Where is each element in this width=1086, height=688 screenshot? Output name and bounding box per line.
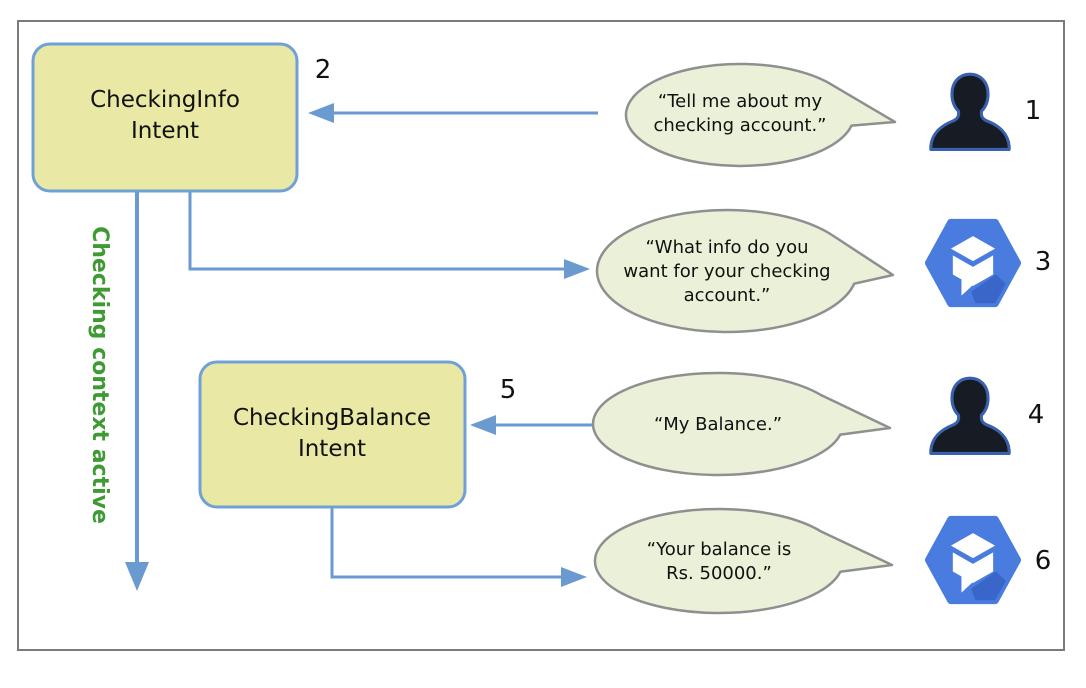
- arrow-checkinginfo-to-bot-reply: [188, 191, 590, 279]
- arrow-checkingbalance-to-bot-reply: [330, 490, 587, 587]
- speech-bubble-text: “Your balance is Rs. 50000.”: [646, 539, 792, 584]
- checkingbalance-intent-box: [198, 360, 467, 509]
- bot-icon: [925, 218, 1022, 308]
- speech-bubble-text: “My Balance.”: [653, 414, 783, 435]
- step-number-4: 4: [1027, 400, 1045, 430]
- step-number-2: 2: [314, 55, 332, 85]
- checkinginfo-intent-label: CheckingInfo Intent: [90, 87, 240, 145]
- speech-bubble-bot-2: [593, 507, 894, 615]
- context-active-label: Checking context active: [87, 226, 112, 524]
- checkingbalance-intent-label: CheckingBalance Intent: [232, 405, 432, 463]
- checkinginfo-intent-box: [31, 42, 299, 193]
- speech-bubble-text: “Tell me about my checking account.”: [653, 91, 827, 136]
- step-number-3: 3: [1034, 247, 1052, 277]
- speech-bubble-text: “What info do you want for your checking…: [623, 237, 831, 306]
- user-icon: [929, 72, 1011, 151]
- step-number-6: 6: [1034, 546, 1052, 576]
- arrow-context-active: [125, 191, 149, 591]
- user-icon: [929, 376, 1011, 455]
- speech-bubble-user-1: [624, 62, 897, 168]
- speech-bubble-user-2: [591, 371, 892, 477]
- speech-bubble-bot-1: [595, 208, 895, 334]
- bot-icon: [925, 515, 1022, 605]
- step-number-1: 1: [1024, 96, 1042, 126]
- arrow-user2-to-checkingbalance: [470, 415, 595, 435]
- step-number-5: 5: [499, 375, 517, 405]
- arrow-user1-to-checkinginfo: [308, 103, 598, 123]
